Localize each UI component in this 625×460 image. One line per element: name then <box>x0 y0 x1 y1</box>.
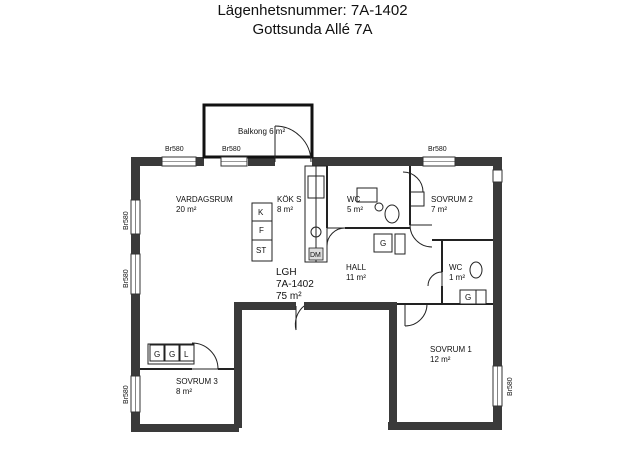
window-label-n2: Br580 <box>222 146 241 153</box>
kitchen-island <box>251 202 273 262</box>
hob <box>310 226 322 238</box>
window-label-n1: Br580 <box>165 146 184 153</box>
balcony-outline <box>202 103 314 159</box>
fixture-g-wc2: G <box>465 293 471 302</box>
room-wc2-name: WC <box>449 263 463 272</box>
toilet-wc1 <box>384 204 400 224</box>
apartment-label: LGH <box>276 267 297 278</box>
apartment-number: 7A-1402 <box>276 279 314 290</box>
window-label-e1: Br580 <box>507 377 514 396</box>
window-label-w1: Br580 <box>123 211 130 230</box>
window-labels: Br580 Br580 Br580 Br580 Br580 Br580 Br58… <box>123 146 514 404</box>
room-kok-area: 8 m² <box>277 205 293 214</box>
fixture-freezer: F <box>259 226 264 235</box>
fixture-fridge: K <box>258 208 264 217</box>
wall-north-mid <box>248 157 275 166</box>
fixture-stove: ST <box>256 246 266 255</box>
room-hall-area: 11 m² <box>346 273 366 282</box>
fixture-dishwasher: DM <box>310 252 321 259</box>
window-label-n3: Br580 <box>428 146 447 153</box>
balcony-label: Balkong 6 m² <box>238 127 285 136</box>
room-hall-name: HALL <box>346 263 367 272</box>
room-vardagsrum-area: 20 m² <box>176 205 197 214</box>
balcony: Balkong 6 m² <box>202 103 314 159</box>
plan-title: Lägenhetsnummer: 7A-1402 <box>217 2 408 19</box>
room-vardagsrum-name: VARDAGSRUM <box>176 195 233 204</box>
doors <box>191 125 443 370</box>
wall-east <box>493 157 502 430</box>
window-e0 <box>492 169 503 183</box>
sink <box>307 175 325 199</box>
apartment-area: 75 m² <box>276 291 302 302</box>
room-wc1-area: 5 m² <box>347 205 363 214</box>
bathroom-fixtures <box>356 187 483 279</box>
fixture-l-sovrum3: L <box>184 350 189 359</box>
room-wc1-name: WC <box>347 195 361 204</box>
room-sovrum3-name: SOVRUM 3 <box>176 377 218 386</box>
wall-recess-top-left <box>234 302 296 310</box>
room-kok-name: KÖK S <box>277 195 301 204</box>
window-label-w2: Br580 <box>123 269 130 288</box>
fixture-g-sovrum3-b: G <box>169 350 175 359</box>
wall-recess-west <box>234 306 242 428</box>
room-sovrum2-area: 7 m² <box>431 205 447 214</box>
room-sovrum1-area: 12 m² <box>430 355 451 364</box>
room-sovrum2-name: SOVRUM 2 <box>431 195 473 204</box>
wall-south-left <box>131 424 239 432</box>
room-wc2-area: 1 m² <box>449 273 465 282</box>
window-label-w3: Br580 <box>123 385 130 404</box>
basin-wc1 <box>374 202 384 212</box>
fixture-g-sovrum3-a: G <box>154 350 160 359</box>
room-sovrum1-name: SOVRUM 1 <box>430 345 472 354</box>
room-sovrum3-area: 8 m² <box>176 387 192 396</box>
fixture-g-hall: G <box>380 239 386 248</box>
wall-north-right <box>312 157 502 166</box>
plan-address: Gottsunda Allé 7A <box>252 21 373 38</box>
wall-recess-top-right <box>304 302 397 310</box>
kitchen <box>251 165 328 263</box>
wall-recess-east <box>389 302 397 426</box>
toilet-wc2 <box>469 261 483 279</box>
wall-south-right <box>388 422 502 430</box>
